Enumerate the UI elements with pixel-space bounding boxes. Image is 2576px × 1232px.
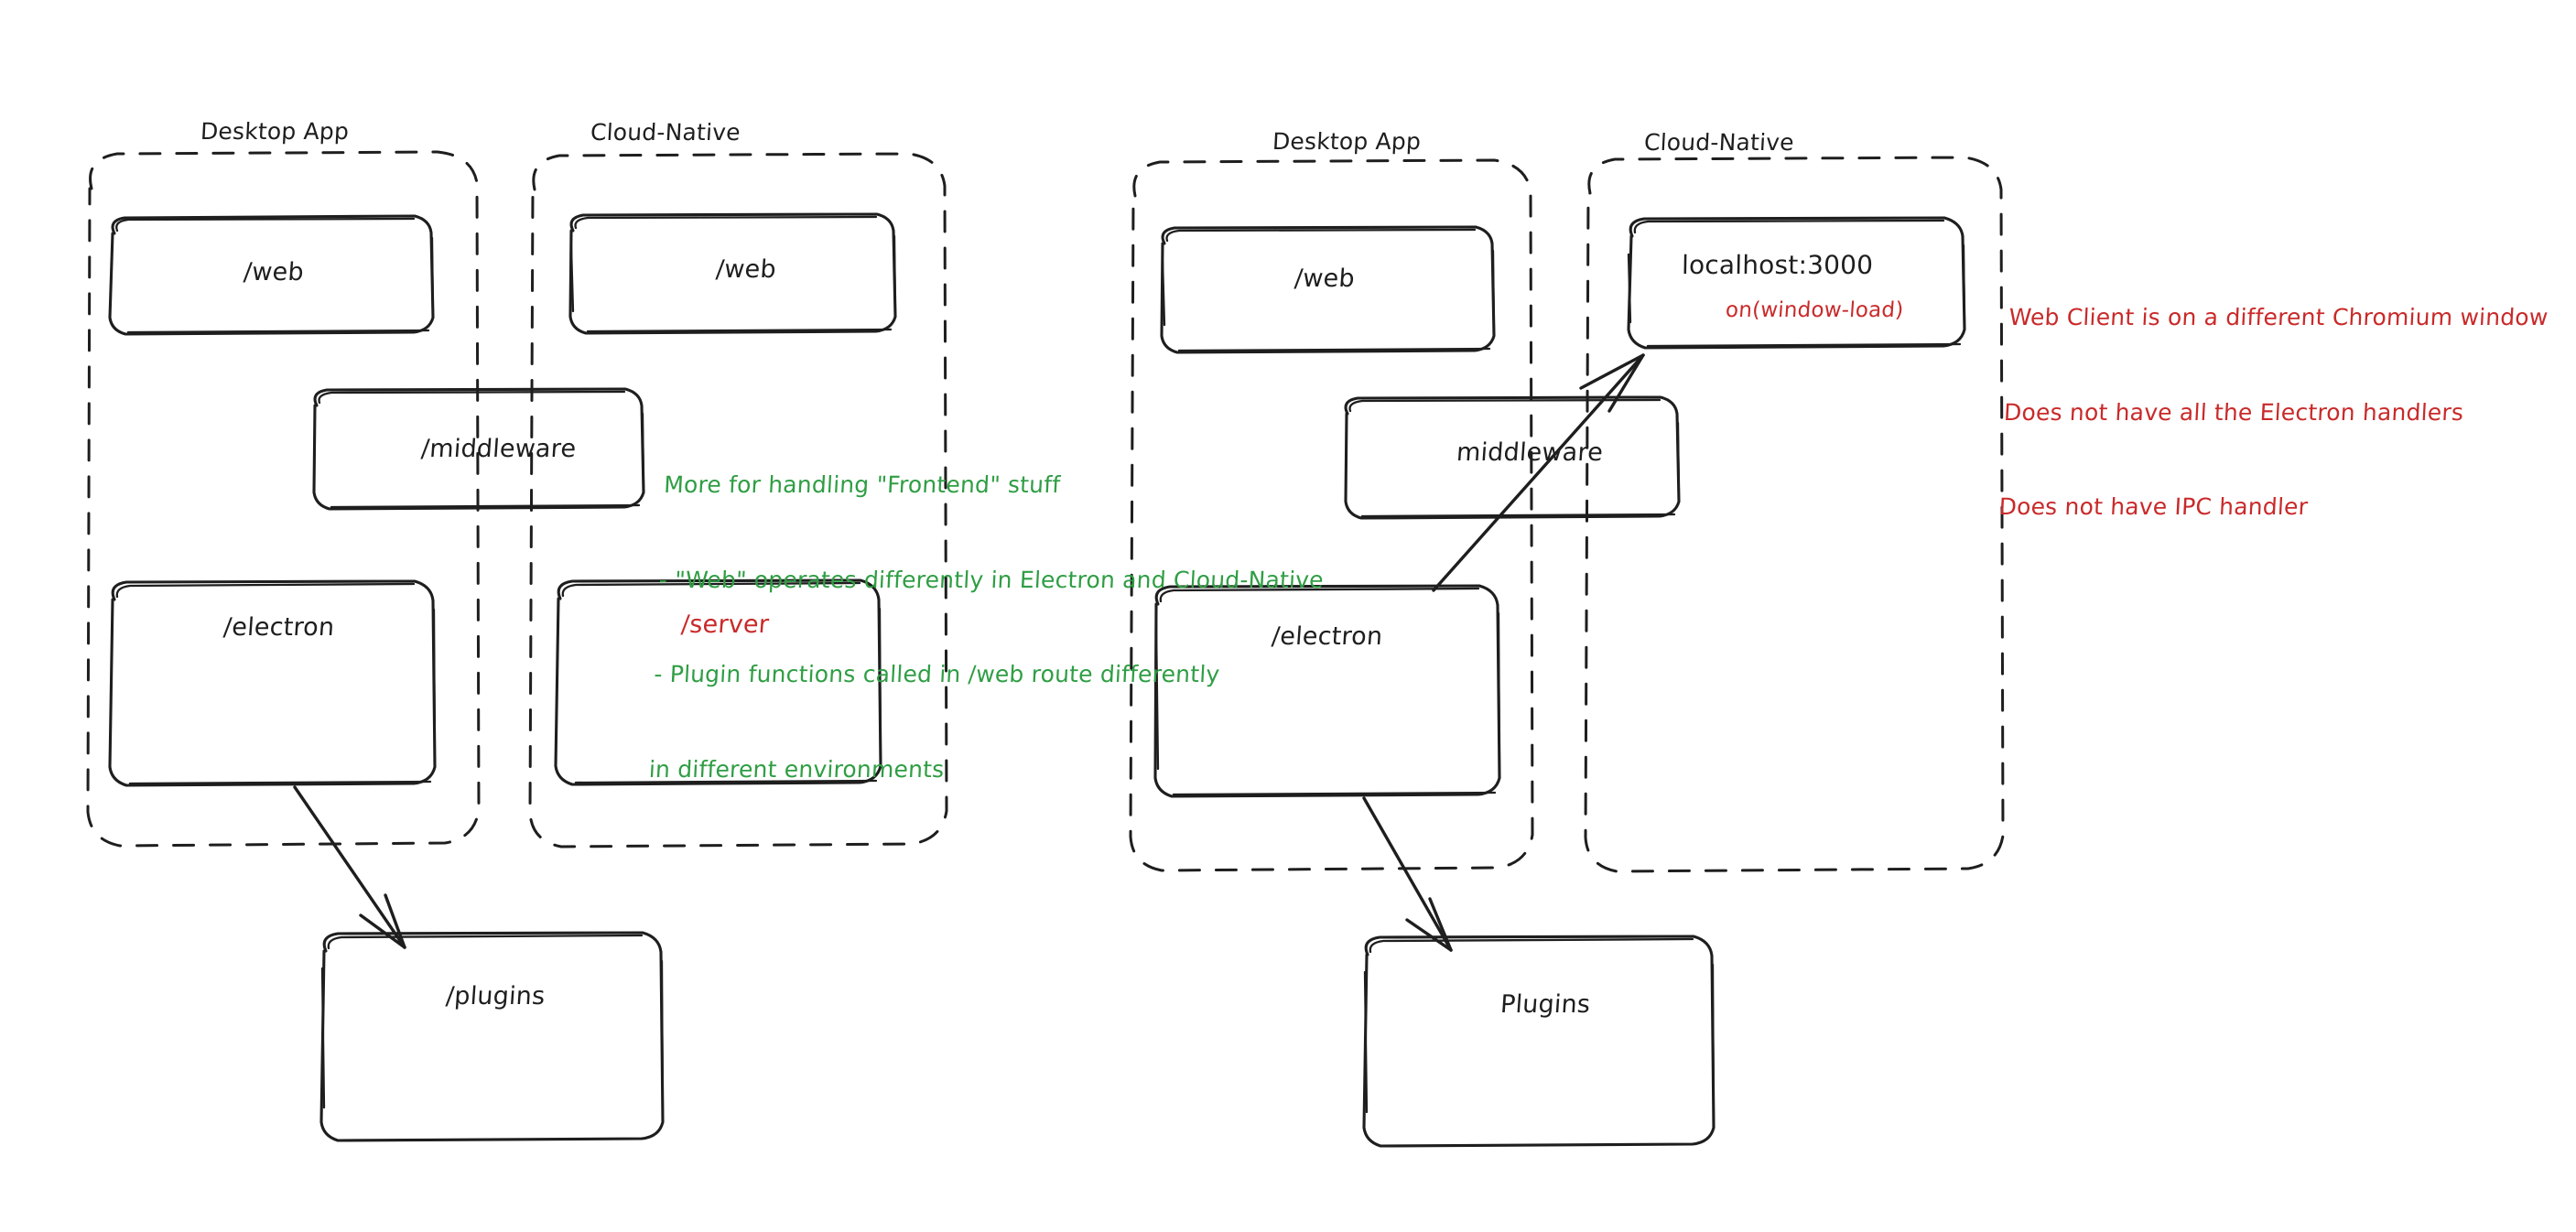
node-left-middleware xyxy=(312,387,645,511)
node-right-middleware xyxy=(1344,395,1681,520)
arrow-right-electron-to-localhost xyxy=(1432,353,1645,592)
node-left-desktop-web xyxy=(108,214,435,336)
group-left-desktop-app xyxy=(86,150,481,848)
node-right-desktop-web xyxy=(1160,225,1496,354)
node-right-electron xyxy=(1153,584,1501,798)
arrow-right-electron-to-plugins xyxy=(1362,796,1453,952)
node-left-server xyxy=(554,578,882,786)
node-right-plugins xyxy=(1362,935,1716,1148)
group-right-desktop-app xyxy=(1129,158,1534,872)
group-right-cloud-native xyxy=(1584,156,2005,873)
arrow-left-electron-to-plugins xyxy=(293,785,406,949)
group-left-cloud-native xyxy=(528,152,948,848)
node-left-plugins xyxy=(319,931,665,1142)
node-left-cloud-web xyxy=(568,212,897,335)
node-right-localhost xyxy=(1627,216,1966,350)
node-left-electron xyxy=(108,579,437,787)
